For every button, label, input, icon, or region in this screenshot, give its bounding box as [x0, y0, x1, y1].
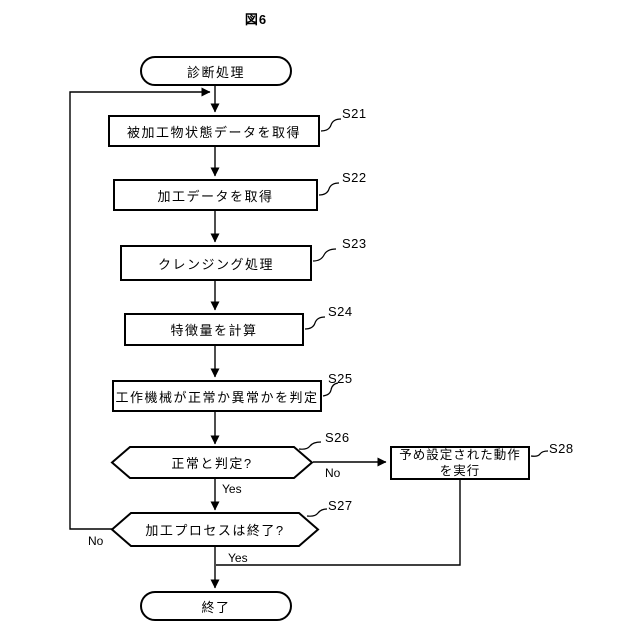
decision-shapes [110, 446, 320, 547]
node-s27: 加工プロセスは終了? [131, 513, 299, 546]
node-end: 終了 [140, 591, 292, 621]
step-label-s24: S24 [328, 304, 353, 319]
step-label-s28: S28 [549, 441, 574, 456]
node-s28-label-line2: を実行 [439, 464, 481, 478]
decision-s27-shape [110, 512, 320, 547]
node-s28: 予め設定された動作 を実行 [390, 446, 530, 480]
step-label-s21: S21 [342, 106, 367, 121]
lead-line-s26 [298, 441, 322, 450]
node-s24: 特徴量を計算 [124, 313, 304, 346]
node-s25: 工作機械が正常か異常かを判定 [112, 380, 322, 412]
node-s22: 加工データを取得 [113, 179, 318, 211]
lead-line-s24 [304, 316, 326, 330]
step-label-s25: S25 [328, 371, 353, 386]
branch-label-s27-yes: Yes [228, 551, 248, 565]
lead-line-s28 [530, 450, 549, 457]
node-s22-label: 加工データを取得 [157, 188, 274, 204]
branch-label-s26-yes: Yes [222, 482, 242, 496]
connectors [69, 86, 461, 589]
step-label-s26: S26 [325, 430, 350, 445]
node-s23-label: クレンジング処理 [157, 256, 274, 272]
lead-lines [298, 118, 549, 517]
lead-line-s22 [318, 182, 340, 196]
step-label-s27: S27 [328, 498, 353, 513]
node-s28-label-line1: 予め設定された動作 [399, 448, 521, 462]
node-s21: 被加工物状態データを取得 [108, 115, 320, 147]
figure-title: 図6 [244, 12, 268, 27]
node-s21-label: 被加工物状態データを取得 [126, 124, 301, 140]
branch-label-s27-no: No [88, 534, 104, 548]
edge-s28-return [216, 480, 461, 566]
node-s28-label: 予め設定された動作 を実行 [399, 447, 521, 479]
branch-label-s26-no: No [325, 466, 341, 480]
node-s27-label: 加工プロセスは終了? [145, 523, 285, 538]
node-s26-label: 正常と判定? [171, 456, 253, 471]
node-end-label: 終了 [201, 599, 231, 615]
step-label-s22: S22 [342, 170, 367, 185]
node-s24-label: 特徴量を計算 [170, 323, 258, 338]
lead-line-s23 [312, 248, 337, 262]
edge-s27-loop-no [69, 87, 211, 530]
step-label-s23: S23 [342, 236, 367, 251]
node-s25-label: 工作機械が正常か異常かを判定 [115, 389, 319, 405]
lead-line-s21 [320, 118, 342, 132]
lead-line-s27 [306, 508, 328, 517]
node-s23: クレンジング処理 [120, 245, 312, 281]
node-start-label: 診断処理 [186, 64, 245, 80]
node-s26: 正常と判定? [130, 447, 294, 478]
decision-s26-shape [110, 446, 314, 479]
node-start: 診断処理 [140, 56, 292, 86]
lead-line-s25 [322, 382, 339, 397]
